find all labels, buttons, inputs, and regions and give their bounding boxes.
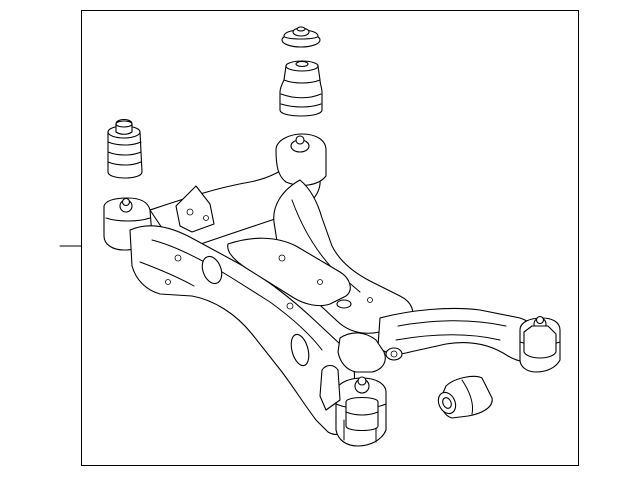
- subframe: [103, 133, 561, 447]
- diagram-frame: [81, 10, 579, 466]
- mount-bushing-rear-right: [523, 325, 557, 359]
- mount-bushing-front: [345, 396, 379, 432]
- mount-bushing-rear-left: [107, 118, 143, 179]
- bump-stop-upper-cap: [281, 26, 321, 48]
- bump-stop-lower: [279, 60, 323, 117]
- arm-bushing: [437, 375, 493, 419]
